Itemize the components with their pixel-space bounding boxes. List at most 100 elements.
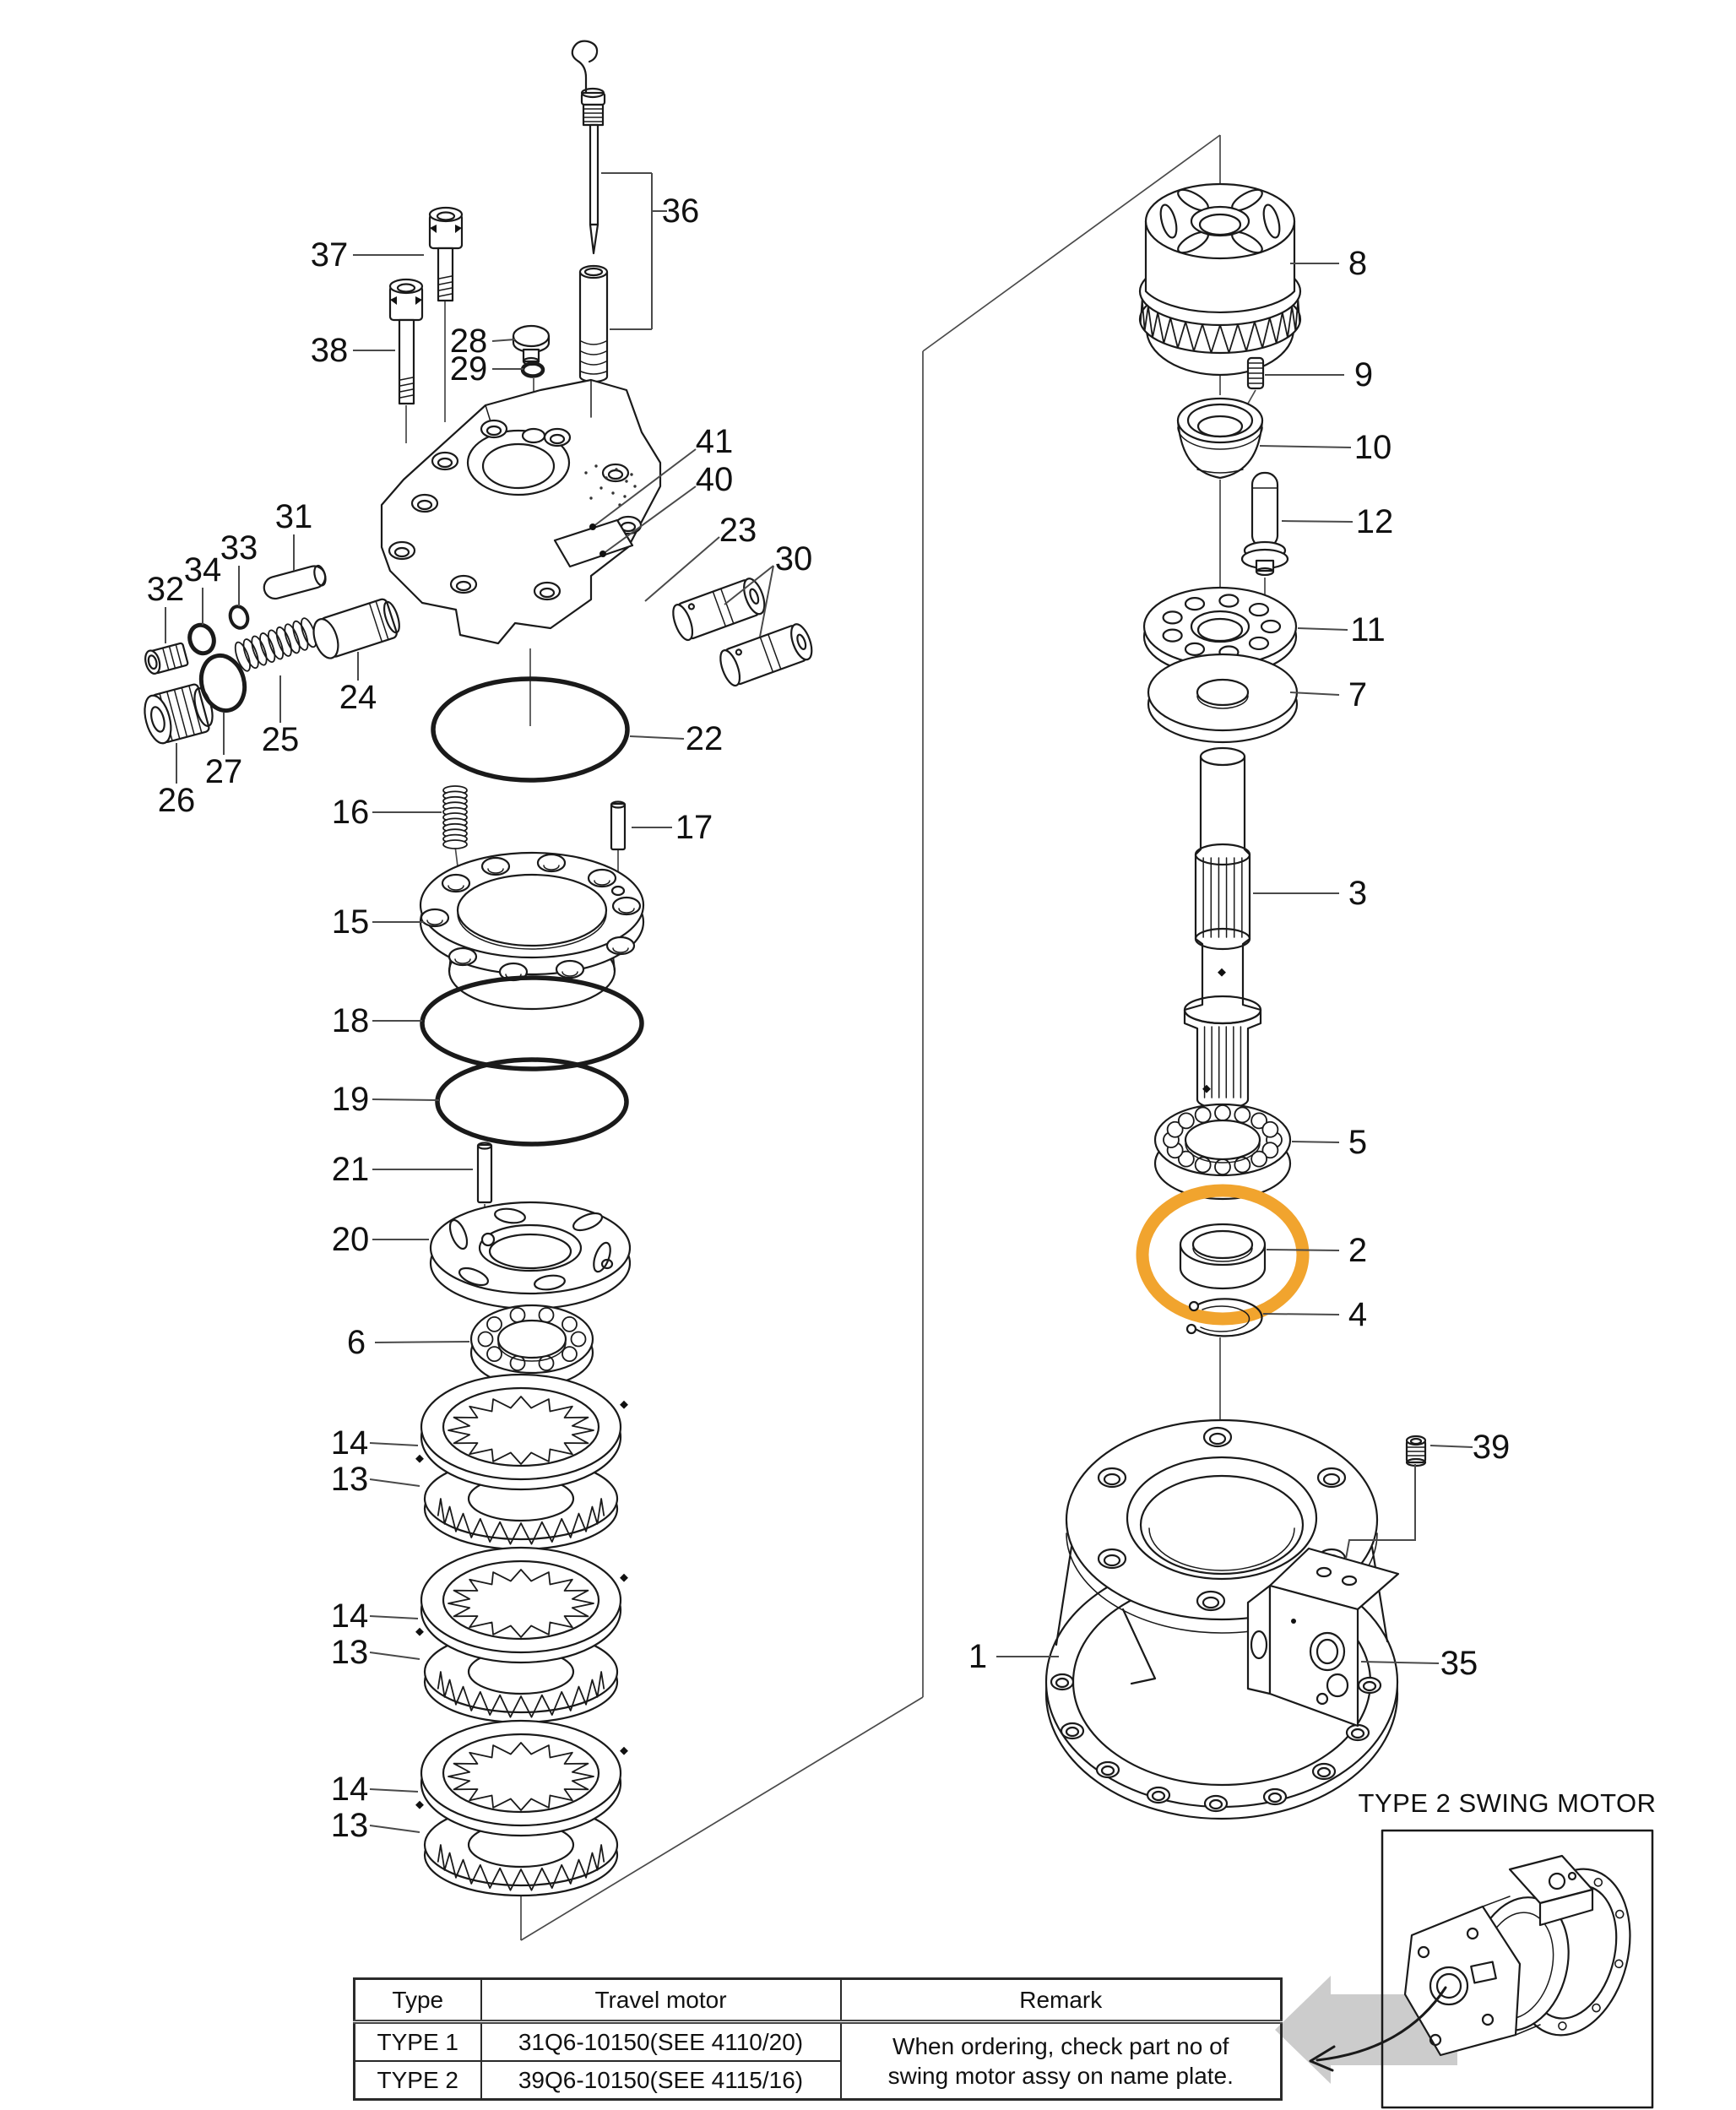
- part-9-set-screw: [1246, 356, 1265, 390]
- part-36-guide-tube: [578, 264, 609, 383]
- leader-line: [592, 448, 697, 528]
- part-label-18: 18: [332, 1002, 370, 1039]
- part-label-16: 16: [332, 794, 370, 831]
- inset-title: TYPE 2 SWING MOTOR: [1358, 1788, 1657, 1818]
- part-label-31: 31: [275, 498, 313, 535]
- friction-plate-sets: [415, 1373, 628, 1897]
- leader-line: [369, 1478, 420, 1487]
- part-36-dipstick: [571, 40, 609, 383]
- part-label-3: 3: [1348, 875, 1367, 912]
- part-label-23: 23: [719, 512, 757, 549]
- part-29-oring: [520, 361, 545, 378]
- leader-line: [629, 735, 685, 740]
- part-10-bushing-cup: [1176, 397, 1264, 480]
- part-label-10: 10: [1354, 429, 1392, 466]
- leader-dot: [599, 551, 606, 557]
- part-5-bearing: [1153, 1103, 1292, 1201]
- col-header-type: Type: [353, 1977, 482, 2024]
- part-label-28: 28: [450, 323, 488, 360]
- part-2-bushing: [1179, 1223, 1267, 1290]
- inset-curved-arrow: [1316, 1986, 1447, 2062]
- part-label-36: 36: [662, 193, 700, 230]
- leader-line: [491, 339, 516, 342]
- part-label-32: 32: [147, 571, 185, 608]
- part-label-13: 13: [331, 1807, 369, 1844]
- part-label-22: 22: [686, 720, 724, 757]
- friction-ring-14: [415, 1719, 628, 1837]
- leader-line: [369, 1442, 419, 1446]
- part-label-35: 35: [1440, 1645, 1478, 1682]
- part-label-37: 37: [311, 236, 349, 274]
- part-label-7: 7: [1348, 676, 1367, 713]
- part-label-13: 13: [331, 1461, 369, 1498]
- head-stipple: [584, 464, 637, 507]
- part-label-13: 13: [331, 1634, 369, 1671]
- part-37-bolt: [428, 206, 464, 302]
- part-label-11: 11: [1350, 611, 1386, 648]
- part-20-balance-plate: [429, 1201, 632, 1310]
- part-7-swash-plate: [1147, 653, 1299, 744]
- part-16-spring: [442, 785, 468, 849]
- part-label-5: 5: [1348, 1124, 1367, 1161]
- part-38-bolt: [388, 278, 424, 405]
- cell-type-2: TYPE 2: [353, 2060, 482, 2101]
- part-24-valve-piston: [312, 598, 400, 659]
- col-header-travel-motor: Travel motor: [480, 1977, 842, 2024]
- part-label-29: 29: [450, 350, 488, 388]
- part-label-33: 33: [220, 529, 258, 567]
- type-table: Type Travel motor Remark TYPE 1 31Q6-101…: [353, 1977, 1283, 2101]
- part-19-oring: [435, 1057, 629, 1147]
- part-11-retainer-plate: [1142, 586, 1298, 677]
- part-21-pin: [476, 1142, 493, 1204]
- part-label-19: 19: [332, 1081, 370, 1118]
- leader-line: [1297, 627, 1348, 631]
- part-label-38: 38: [311, 332, 349, 369]
- leader-line: [1281, 520, 1354, 523]
- leader-line: [369, 1788, 419, 1793]
- part-label-34: 34: [184, 551, 222, 589]
- part-31-pin: [263, 564, 327, 600]
- leader-line: [1259, 445, 1352, 448]
- part-label-27: 27: [205, 753, 243, 790]
- leader-line: [369, 1615, 419, 1619]
- friction-ring-14: [415, 1546, 628, 1664]
- cell-type-1: TYPE 1: [353, 2021, 482, 2063]
- cell-travel-motor-2: 39Q6-10150(SEE 4115/16): [480, 2060, 842, 2101]
- part-12-piston-pin: [1240, 471, 1289, 577]
- part-label-30: 30: [775, 540, 813, 578]
- leader-line: [644, 536, 720, 602]
- leader-line: [759, 565, 774, 637]
- leader-line: [724, 565, 774, 605]
- inset-swing-motor: [1403, 1854, 1631, 2057]
- leader-line: [1429, 1445, 1473, 1448]
- cell-remark: When ordering, check part no of swing mo…: [839, 2021, 1283, 2101]
- part-label-2: 2: [1348, 1232, 1367, 1269]
- leader-line: [602, 485, 697, 555]
- leader-line: [1345, 1464, 1416, 1559]
- part-label-14: 14: [331, 1424, 369, 1462]
- part-label-14: 14: [331, 1771, 369, 1808]
- highlight-ring: [1136, 1184, 1310, 1326]
- part-label-4: 4: [1348, 1296, 1367, 1333]
- part-label-25: 25: [262, 721, 300, 758]
- part-32-set-screw: [144, 642, 189, 675]
- part-label-6: 6: [347, 1324, 366, 1361]
- leader-line: [1360, 1661, 1440, 1664]
- part-4-snap-ring: [1185, 1298, 1263, 1337]
- part-label-17: 17: [675, 809, 713, 846]
- part-17-pin: [610, 800, 627, 851]
- part-8-brake-piston: [1138, 182, 1302, 377]
- leader-line: [369, 1825, 420, 1833]
- leader-line: [369, 1652, 420, 1660]
- part-34-oring: [187, 622, 216, 656]
- part-6-bearing: [469, 1304, 594, 1388]
- part-label-15: 15: [332, 903, 370, 941]
- part-35-valve-block: [1246, 1547, 1400, 1728]
- part-3-drive-shaft: [1183, 746, 1262, 1110]
- part-label-39: 39: [1473, 1429, 1511, 1466]
- friction-ring-14: [415, 1373, 628, 1491]
- part-label-8: 8: [1348, 245, 1367, 282]
- part-label-1: 1: [968, 1638, 987, 1675]
